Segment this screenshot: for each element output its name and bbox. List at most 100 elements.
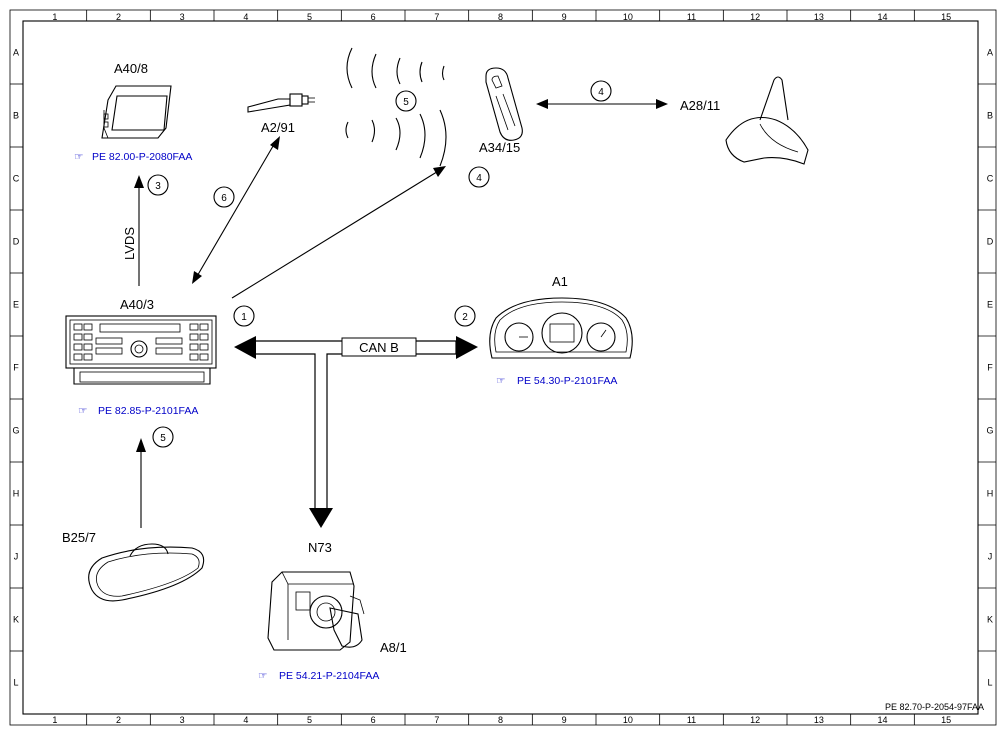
label-a2-91: A2/91 bbox=[261, 120, 295, 135]
svg-text:☞: ☞ bbox=[74, 151, 83, 163]
ref-a1[interactable]: ☞ PE 54.30-P-2101FAA bbox=[496, 375, 617, 387]
grid-row-label: J bbox=[988, 552, 993, 562]
label-a34-15: A34/15 bbox=[479, 140, 520, 155]
svg-text:6: 6 bbox=[221, 193, 227, 204]
grid-row-label: L bbox=[13, 678, 18, 688]
grid-col-label: 12 bbox=[750, 715, 760, 725]
ref-text-a40-8: PE 82.00-P-2080FAA bbox=[92, 151, 192, 163]
grid-col-label: 14 bbox=[877, 12, 887, 22]
grid-row-label: G bbox=[12, 426, 19, 436]
link-5: 6 bbox=[192, 136, 280, 284]
grid-col-label: 11 bbox=[687, 715, 696, 725]
grid-col-label: 1 bbox=[52, 715, 57, 725]
label-n73: N73 bbox=[308, 540, 332, 555]
grid-col-label: 6 bbox=[371, 12, 376, 22]
grid-row-label: D bbox=[13, 237, 20, 247]
grid-row-label: H bbox=[13, 489, 20, 499]
grid-col-label: 10 bbox=[623, 715, 633, 725]
svg-text:☞: ☞ bbox=[78, 405, 87, 417]
grid-row-label: K bbox=[13, 615, 19, 625]
link-lvds: LVDS 3 bbox=[122, 174, 169, 286]
grid-col-label: 12 bbox=[750, 12, 760, 22]
grid-col-label: 15 bbox=[941, 715, 951, 725]
grid-row-label: L bbox=[987, 678, 992, 688]
grid-col-label: 5 bbox=[307, 12, 312, 22]
grid-row-label: A bbox=[987, 48, 993, 58]
label-b25-7: B25/7 bbox=[62, 530, 96, 545]
sensor-a2-91: A2/91 bbox=[247, 93, 315, 135]
grid-col-label: 6 bbox=[371, 715, 376, 725]
grid-col-label: 1 bbox=[52, 12, 57, 22]
svg-text:4: 4 bbox=[598, 87, 604, 98]
grid-row-label: J bbox=[14, 552, 19, 562]
grid-col-label: 8 bbox=[498, 715, 503, 725]
antenna-a28-11: A28/11 bbox=[680, 76, 809, 165]
grid-row-label: K bbox=[987, 615, 993, 625]
svg-text:3: 3 bbox=[155, 181, 161, 192]
grid-col-label: 14 bbox=[877, 715, 887, 725]
grid-col-label: 7 bbox=[434, 715, 439, 725]
grid-col-label: 3 bbox=[180, 715, 185, 725]
grid-row-label: E bbox=[987, 300, 993, 310]
lvds-label: LVDS bbox=[122, 227, 137, 260]
grid-row-label: B bbox=[987, 111, 993, 121]
label-a28-11: A28/11 bbox=[680, 98, 720, 113]
ref-n73[interactable]: ☞ PE 54.21-P-2104FAA bbox=[258, 670, 379, 682]
grid-columns: 1122334455667788991010111112121313141415… bbox=[52, 10, 951, 725]
ref-text-a1: PE 54.30-P-2101FAA bbox=[517, 375, 617, 387]
grid-row-label: F bbox=[987, 363, 993, 373]
grid-row-label: C bbox=[13, 174, 20, 184]
grid-row-label: H bbox=[987, 489, 994, 499]
grid-col-label: 3 bbox=[180, 12, 185, 22]
mirror-b25-7: B25/7 bbox=[62, 530, 205, 602]
link-4-top: 4 bbox=[536, 80, 668, 109]
ref-text-a40-3: PE 82.85-P-2101FAA bbox=[98, 405, 198, 417]
label-a40-8: A40/8 bbox=[114, 61, 148, 76]
grid-row-label: C bbox=[987, 174, 994, 184]
label-a8-1: A8/1 bbox=[380, 640, 407, 655]
head-unit-a40-3: A40/3 bbox=[65, 297, 217, 385]
grid-row-label: B bbox=[13, 111, 19, 121]
grid-col-label: 13 bbox=[814, 12, 824, 22]
link-6: 5 bbox=[136, 426, 174, 528]
callout-5-top: 5 bbox=[395, 90, 417, 112]
grid-col-label: 9 bbox=[562, 12, 567, 22]
instrument-cluster-a1: A1 bbox=[489, 274, 633, 359]
radio-waves bbox=[345, 47, 447, 167]
grid-col-label: 15 bbox=[941, 12, 951, 22]
grid-col-label: 9 bbox=[562, 715, 567, 725]
svg-text:4: 4 bbox=[476, 173, 482, 184]
link-4: 4 bbox=[231, 166, 490, 299]
display-a40-8: A40/8 bbox=[101, 61, 172, 139]
ref-a40-3[interactable]: ☞ PE 82.85-P-2101FAA bbox=[78, 405, 198, 417]
grid-col-label: 10 bbox=[623, 12, 633, 22]
frame bbox=[9, 9, 997, 726]
svg-text:☞: ☞ bbox=[258, 670, 267, 682]
grid-col-label: 4 bbox=[243, 715, 248, 725]
grid-col-label: 4 bbox=[243, 12, 248, 22]
svg-text:5: 5 bbox=[403, 97, 409, 108]
ref-text-n73: PE 54.21-P-2104FAA bbox=[279, 670, 379, 682]
grid-row-label: E bbox=[13, 300, 19, 310]
svg-text:5: 5 bbox=[160, 433, 166, 444]
svg-text:☞: ☞ bbox=[496, 375, 505, 387]
grid-col-label: 8 bbox=[498, 12, 503, 22]
ref-a40-8[interactable]: ☞ PE 82.00-P-2080FAA bbox=[74, 151, 192, 163]
grid-col-label: 7 bbox=[434, 12, 439, 22]
svg-text:2: 2 bbox=[462, 312, 468, 323]
grid-col-label: 5 bbox=[307, 715, 312, 725]
module-a34-15: A34/15 bbox=[479, 67, 523, 155]
grid-col-label: 2 bbox=[116, 12, 121, 22]
ignition-n73: N73 A8/1 bbox=[267, 540, 407, 655]
grid-col-label: 13 bbox=[814, 715, 824, 725]
label-a40-3: A40/3 bbox=[120, 297, 154, 312]
grid-row-label: A bbox=[13, 48, 19, 58]
grid-col-label: 2 bbox=[116, 715, 121, 725]
document-id: PE 82.70-P-2054-97FAA bbox=[885, 702, 984, 712]
grid-col-label: 11 bbox=[687, 12, 696, 22]
can-b-label: CAN B bbox=[359, 340, 399, 355]
grid-row-label: D bbox=[987, 237, 994, 247]
grid-row-label: F bbox=[13, 363, 19, 373]
